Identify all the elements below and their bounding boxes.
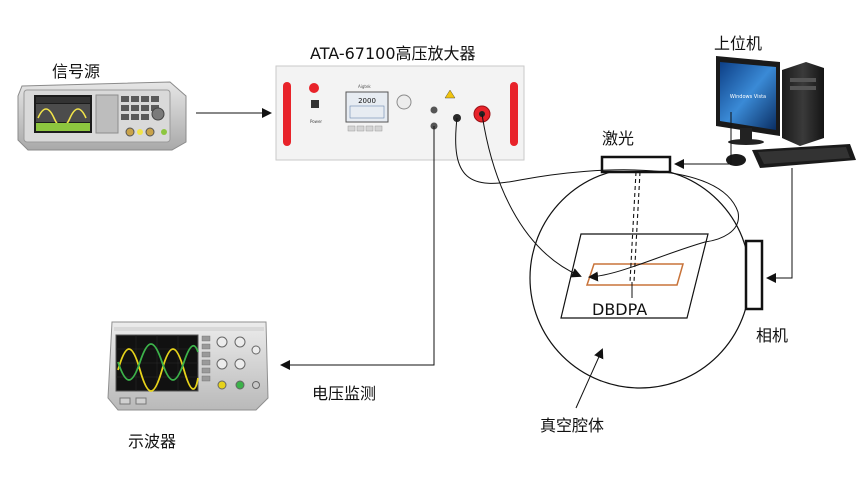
pc-tower bbox=[782, 62, 824, 146]
oscilloscope-device bbox=[107, 321, 269, 411]
sample-label: DBDPA bbox=[592, 300, 648, 319]
computer-to-camera-arrow bbox=[766, 168, 793, 283]
sample-stage-plate bbox=[560, 233, 709, 319]
laser-beam-line-2 bbox=[633, 171, 641, 283]
voltage-monitor-arrow bbox=[280, 126, 435, 370]
monitor-screen bbox=[720, 62, 776, 130]
amplifier-reading: 2000 bbox=[358, 97, 376, 105]
amplifier-device: Power Aigtek 2000 bbox=[275, 65, 525, 161]
vacuum-chamber-pointer bbox=[575, 348, 604, 409]
computer-to-laser-arrow bbox=[674, 112, 732, 169]
amplifier-power-label: Power bbox=[310, 119, 322, 124]
amplifier-handle-right bbox=[510, 82, 518, 146]
amplifier-logo bbox=[309, 83, 319, 93]
laser-beam-line-1 bbox=[629, 171, 637, 283]
vacuum-chamber-circle bbox=[529, 167, 751, 389]
signal-source-label: 信号源 bbox=[52, 62, 101, 81]
amplifier-to-sample-wire-1 bbox=[455, 117, 739, 282]
amplifier-to-sample-wire-2 bbox=[481, 113, 582, 278]
computer-device: Windows Vista bbox=[716, 56, 856, 168]
voltage-monitor-label: 电压监测 bbox=[312, 384, 377, 403]
amplifier-label: ATA-67100高压放大器 bbox=[310, 44, 476, 63]
camera-box bbox=[744, 239, 764, 311]
amplifier-handle-left bbox=[283, 82, 291, 146]
laser-box bbox=[600, 155, 672, 174]
amplifier-screen bbox=[345, 91, 389, 123]
laser-label: 激光 bbox=[602, 129, 635, 148]
amplifier-brand: Aigtek bbox=[358, 84, 371, 89]
dbdpa-sample-outline bbox=[585, 263, 684, 286]
oscilloscope-label: 示波器 bbox=[128, 432, 177, 451]
camera-label: 相机 bbox=[756, 326, 789, 345]
vacuum-chamber-label: 真空腔体 bbox=[540, 416, 605, 435]
computer-label: 上位机 bbox=[714, 34, 763, 53]
signal-generator bbox=[17, 81, 187, 151]
monitor-os-label: Windows Vista bbox=[730, 94, 766, 100]
